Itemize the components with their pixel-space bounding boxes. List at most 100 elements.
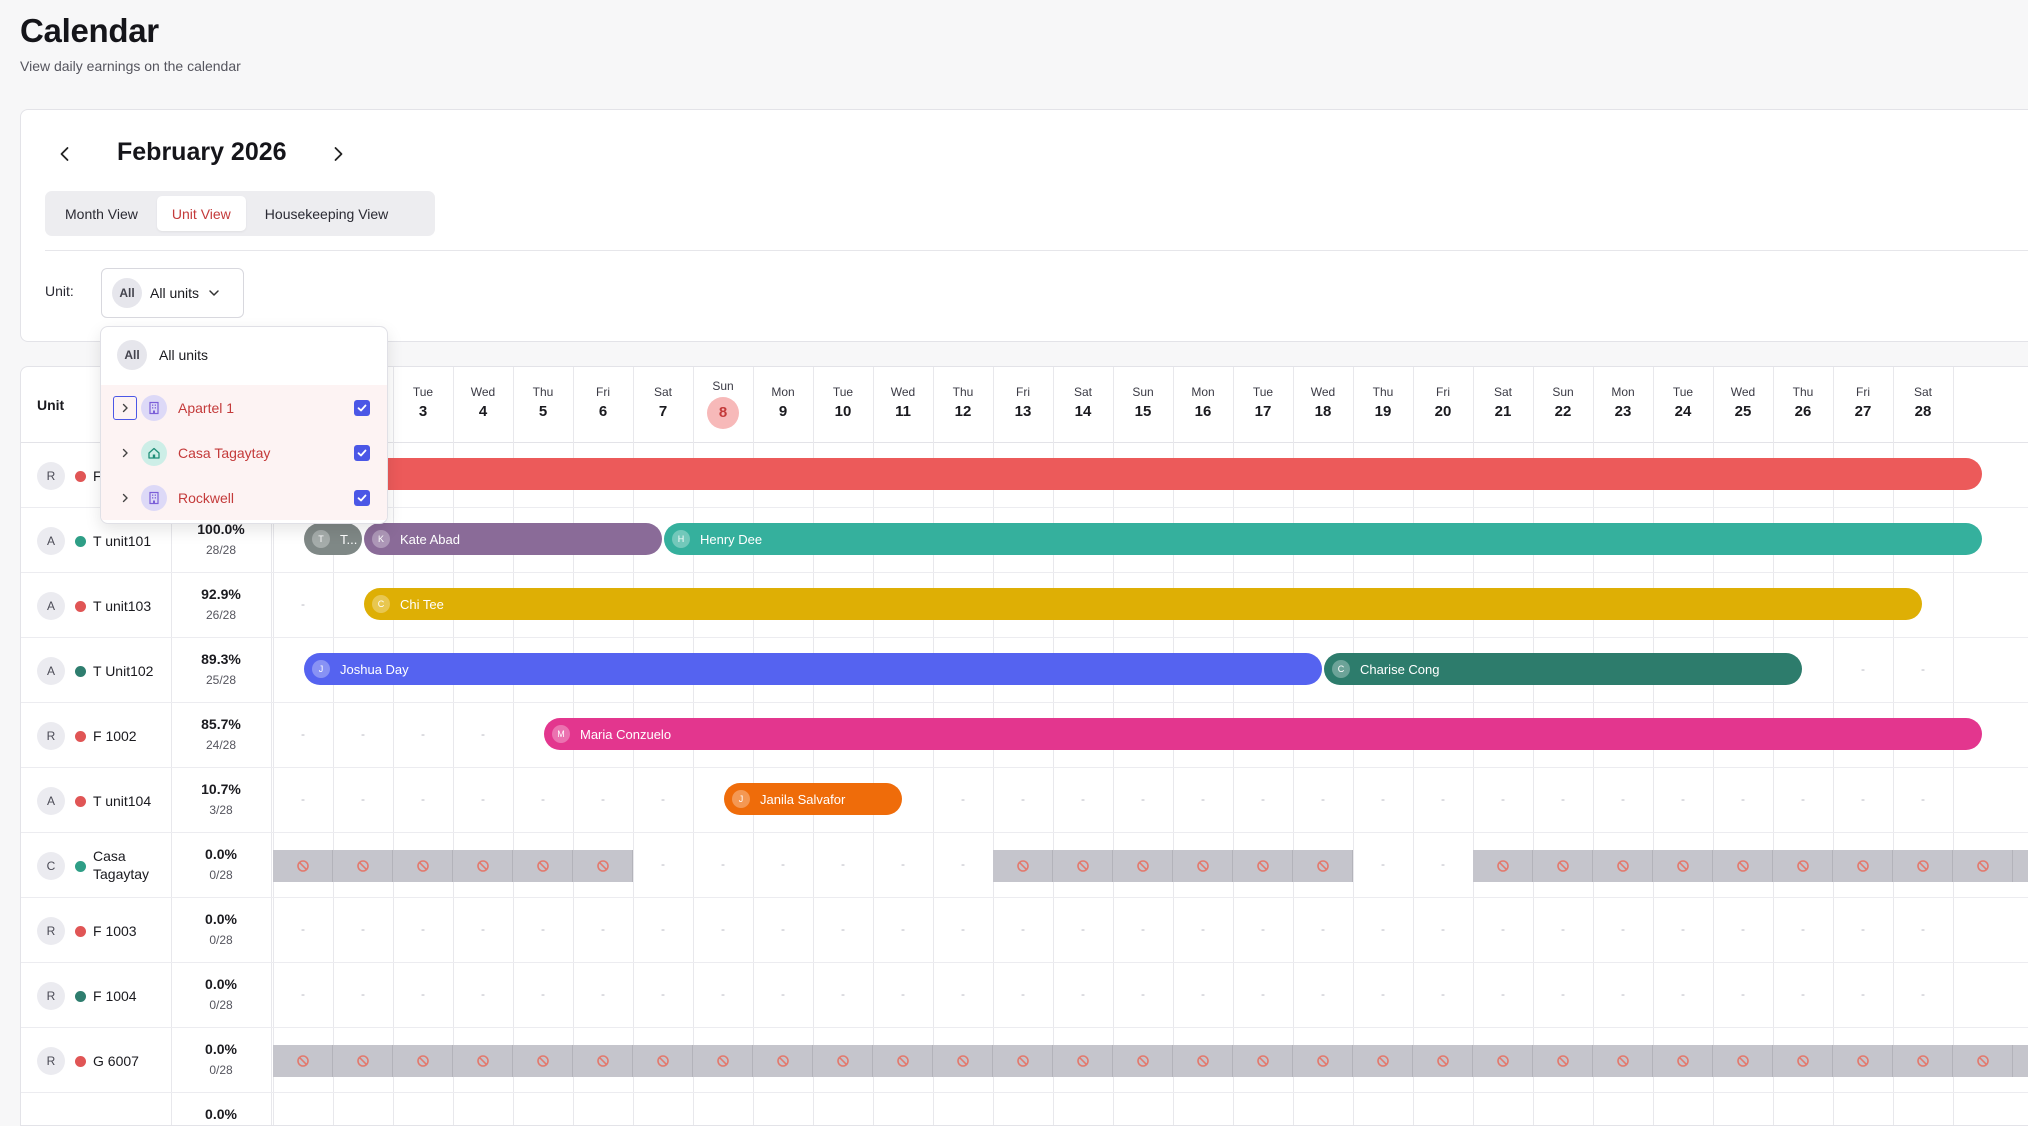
unit-name[interactable]: Casa Tagaytay bbox=[93, 848, 150, 882]
empty-day-cell[interactable]: - bbox=[481, 922, 485, 936]
blocked-day-cell[interactable] bbox=[1233, 850, 1293, 882]
empty-day-cell[interactable]: - bbox=[1861, 792, 1865, 806]
empty-day-cell[interactable]: - bbox=[1681, 987, 1685, 1001]
empty-day-cell[interactable]: - bbox=[1021, 922, 1025, 936]
unit-name[interactable]: T unit104 bbox=[93, 793, 152, 809]
blocked-day-cell[interactable] bbox=[2013, 1045, 2028, 1077]
blocked-day-cell[interactable] bbox=[453, 850, 513, 882]
empty-day-cell[interactable]: - bbox=[601, 987, 605, 1001]
empty-day-cell[interactable]: - bbox=[541, 987, 545, 1001]
empty-day-cell[interactable]: - bbox=[1681, 792, 1685, 806]
group-checkbox[interactable] bbox=[354, 444, 370, 461]
unit-filter-select[interactable]: All All units bbox=[101, 268, 244, 318]
empty-day-cell[interactable]: - bbox=[721, 857, 725, 871]
blocked-day-cell[interactable] bbox=[1293, 850, 1353, 882]
group-checkbox[interactable] bbox=[354, 489, 370, 506]
empty-day-cell[interactable]: - bbox=[841, 857, 845, 871]
next-month-button[interactable] bbox=[324, 140, 352, 168]
unit-name[interactable]: F 1004 bbox=[93, 988, 137, 1004]
empty-day-cell[interactable]: - bbox=[1621, 922, 1625, 936]
empty-day-cell[interactable]: - bbox=[841, 987, 845, 1001]
tab-month-view[interactable]: Month View bbox=[65, 205, 138, 222]
blocked-day-cell[interactable] bbox=[1953, 1045, 2013, 1077]
blocked-day-cell[interactable] bbox=[1053, 850, 1113, 882]
blocked-day-cell[interactable] bbox=[1653, 850, 1713, 882]
blocked-day-cell[interactable] bbox=[1113, 850, 1173, 882]
empty-day-cell[interactable]: - bbox=[1381, 857, 1385, 871]
empty-day-cell[interactable]: - bbox=[1321, 922, 1325, 936]
blocked-day-cell[interactable] bbox=[1893, 850, 1953, 882]
tab-unit-view[interactable]: Unit View bbox=[156, 196, 246, 231]
blocked-day-cell[interactable] bbox=[1833, 850, 1893, 882]
blocked-day-cell[interactable] bbox=[753, 1045, 813, 1077]
blocked-day-cell[interactable] bbox=[393, 1045, 453, 1077]
empty-day-cell[interactable]: - bbox=[301, 727, 305, 741]
blocked-day-cell[interactable] bbox=[1053, 1045, 1113, 1077]
unit-name[interactable]: G 6007 bbox=[93, 1053, 139, 1069]
blocked-day-cell[interactable] bbox=[1533, 850, 1593, 882]
empty-day-cell[interactable]: - bbox=[1861, 987, 1865, 1001]
empty-day-cell[interactable]: - bbox=[901, 987, 905, 1001]
blocked-day-cell[interactable] bbox=[1173, 1045, 1233, 1077]
empty-day-cell[interactable]: - bbox=[301, 597, 305, 611]
empty-day-cell[interactable]: - bbox=[1081, 987, 1085, 1001]
blocked-day-cell[interactable] bbox=[513, 850, 573, 882]
group-checkbox[interactable] bbox=[354, 399, 370, 416]
dropdown-group-casa-tagaytay[interactable]: Casa Tagaytay bbox=[101, 430, 387, 475]
empty-day-cell[interactable]: - bbox=[1561, 922, 1565, 936]
blocked-day-cell[interactable] bbox=[1233, 1045, 1293, 1077]
blocked-day-cell[interactable] bbox=[513, 1045, 573, 1077]
empty-day-cell[interactable]: - bbox=[661, 792, 665, 806]
empty-day-cell[interactable]: - bbox=[1081, 792, 1085, 806]
empty-day-cell[interactable]: - bbox=[481, 987, 485, 1001]
empty-day-cell[interactable]: - bbox=[1921, 987, 1925, 1001]
expand-group-button[interactable] bbox=[113, 441, 137, 465]
empty-day-cell[interactable]: - bbox=[1561, 987, 1565, 1001]
empty-day-cell[interactable]: - bbox=[1441, 987, 1445, 1001]
blocked-day-cell[interactable] bbox=[1593, 1045, 1653, 1077]
empty-day-cell[interactable]: - bbox=[1921, 922, 1925, 936]
blocked-day-cell[interactable] bbox=[333, 1045, 393, 1077]
empty-day-cell[interactable]: - bbox=[1201, 922, 1205, 936]
blocked-day-cell[interactable] bbox=[1413, 1045, 1473, 1077]
blocked-day-cell[interactable] bbox=[1833, 1045, 1893, 1077]
empty-day-cell[interactable]: - bbox=[1381, 792, 1385, 806]
dropdown-group-apartel-1[interactable]: Apartel 1 bbox=[101, 385, 387, 430]
blocked-day-cell[interactable] bbox=[273, 1045, 333, 1077]
blocked-day-cell[interactable] bbox=[933, 1045, 993, 1077]
empty-day-cell[interactable]: - bbox=[1621, 792, 1625, 806]
empty-day-cell[interactable]: - bbox=[1741, 922, 1745, 936]
empty-day-cell[interactable]: - bbox=[1381, 987, 1385, 1001]
empty-day-cell[interactable]: - bbox=[661, 987, 665, 1001]
expand-group-button[interactable] bbox=[113, 395, 137, 420]
blocked-day-cell[interactable] bbox=[1293, 1045, 1353, 1077]
unit-name[interactable]: F 1003 bbox=[93, 923, 137, 939]
empty-day-cell[interactable]: - bbox=[1441, 792, 1445, 806]
empty-day-cell[interactable]: - bbox=[1441, 857, 1445, 871]
empty-day-cell[interactable]: - bbox=[1501, 987, 1505, 1001]
blocked-day-cell[interactable] bbox=[1353, 1045, 1413, 1077]
empty-day-cell[interactable]: - bbox=[301, 922, 305, 936]
empty-day-cell[interactable]: - bbox=[1201, 987, 1205, 1001]
empty-day-cell[interactable]: - bbox=[1081, 922, 1085, 936]
empty-day-cell[interactable]: - bbox=[901, 857, 905, 871]
empty-day-cell[interactable]: - bbox=[1921, 792, 1925, 806]
empty-day-cell[interactable]: - bbox=[1801, 792, 1805, 806]
empty-day-cell[interactable]: - bbox=[1861, 662, 1865, 676]
booking-bar[interactable]: m bbox=[370, 458, 1982, 490]
empty-day-cell[interactable]: - bbox=[961, 857, 965, 871]
empty-day-cell[interactable]: - bbox=[961, 792, 965, 806]
blocked-day-cell[interactable] bbox=[573, 850, 633, 882]
empty-day-cell[interactable]: - bbox=[421, 727, 425, 741]
empty-day-cell[interactable]: - bbox=[1921, 662, 1925, 676]
blocked-day-cell[interactable] bbox=[693, 1045, 753, 1077]
unit-name[interactable]: F bbox=[93, 468, 102, 484]
empty-day-cell[interactable]: - bbox=[601, 922, 605, 936]
empty-day-cell[interactable]: - bbox=[1261, 987, 1265, 1001]
empty-day-cell[interactable]: - bbox=[1801, 922, 1805, 936]
blocked-day-cell[interactable] bbox=[1953, 850, 2013, 882]
empty-day-cell[interactable]: - bbox=[601, 792, 605, 806]
